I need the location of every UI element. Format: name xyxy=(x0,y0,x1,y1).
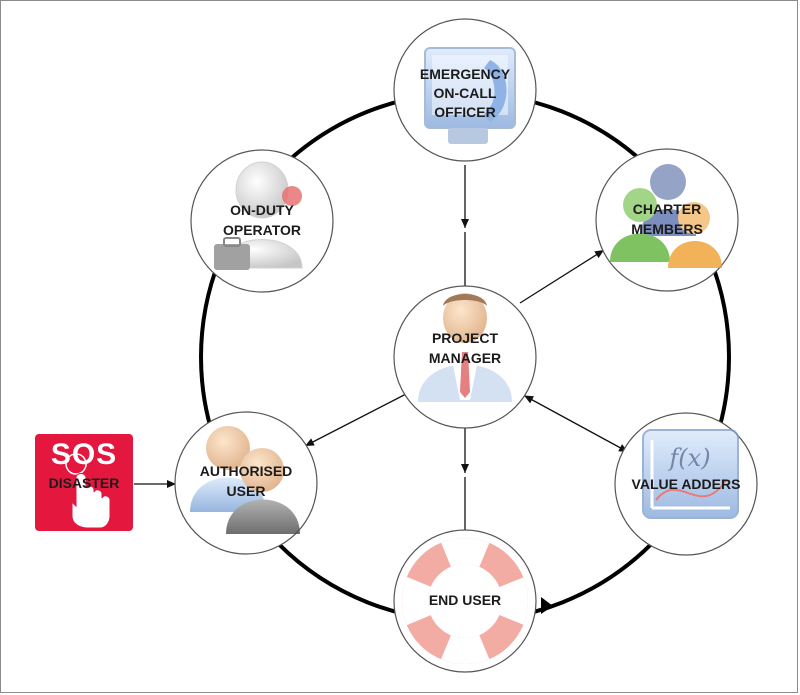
users-icon xyxy=(190,426,300,534)
sos-label: DISASTER xyxy=(49,475,120,491)
pm-label-line2: MANAGER xyxy=(429,350,501,366)
operator-label-line2: OPERATOR xyxy=(223,222,301,238)
emergency-label-line1: EMERGENCY xyxy=(420,66,511,82)
charter-label-line1: CHARTER xyxy=(633,201,701,217)
function-graph-icon: f(x) xyxy=(642,429,739,519)
ring-arrowhead xyxy=(541,597,553,614)
lifebuoy-icon xyxy=(402,538,528,664)
node-value-adders[interactable]: f(x) VALUE ADDERS xyxy=(614,412,758,556)
node-emergency-officer[interactable]: EMERGENCY ON-CALL OFFICER xyxy=(393,18,537,162)
operator-headset-icon xyxy=(214,161,303,270)
authorised-label-line2: USER xyxy=(227,483,266,499)
node-project-manager[interactable]: PROJECT MANAGER xyxy=(393,285,537,429)
node-on-duty-operator[interactable]: ON-DUTY OPERATOR xyxy=(190,149,334,293)
emergency-label-line3: OFFICER xyxy=(434,104,495,120)
sos-title: SOS xyxy=(51,438,117,471)
phone-monitor-icon xyxy=(424,47,516,144)
node-charter-members[interactable]: CHARTER MEMBERS xyxy=(595,148,739,292)
group-users-icon xyxy=(610,164,722,268)
hand-pointer-icon xyxy=(65,453,111,529)
operator-label-line1: ON-DUTY xyxy=(230,202,294,218)
connector-lines xyxy=(134,165,629,530)
node-end-user[interactable]: END USER xyxy=(393,529,537,673)
svg-text:f(x): f(x) xyxy=(667,444,710,472)
value-adders-label: VALUE ADDERS xyxy=(632,476,741,492)
authorised-label-line1: AUTHORISED xyxy=(200,463,293,479)
sos-disaster-badge[interactable]: SOS DISASTER xyxy=(35,434,133,531)
emergency-label-line2: ON-CALL xyxy=(434,85,497,101)
charter-label-line2: MEMBERS xyxy=(631,221,703,237)
businessman-icon xyxy=(418,293,512,402)
pm-label-line1: PROJECT xyxy=(432,330,499,346)
end-user-label: END USER xyxy=(429,592,501,608)
arrow-pm-value-adders xyxy=(524,395,629,453)
arrow-pm-to-authorised xyxy=(304,392,409,447)
arrow-pm-to-charter xyxy=(519,249,605,304)
node-authorised-user[interactable]: AUTHORISED USER xyxy=(174,411,318,555)
